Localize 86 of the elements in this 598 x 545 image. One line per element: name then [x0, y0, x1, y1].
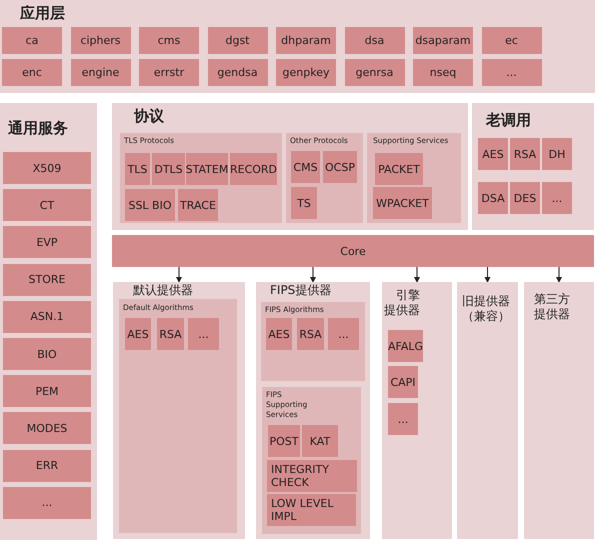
module-tile: TRACE	[178, 189, 218, 221]
module-tile: dsaparam	[413, 27, 473, 54]
module-tile: SSL BIO	[125, 189, 175, 221]
module-tile: gendsa	[208, 59, 268, 86]
arrow	[414, 266, 420, 283]
module-tile: AES	[478, 138, 508, 170]
module-tile: MODES	[3, 412, 91, 444]
group-panel	[367, 133, 461, 223]
provider-column	[113, 282, 245, 539]
module-tile: ...	[388, 403, 418, 435]
module-tile: errstr	[139, 59, 199, 86]
module-tile: CMS	[291, 151, 320, 183]
arrow	[310, 266, 316, 283]
panel-heading: 协议	[134, 107, 164, 126]
module-tile: X509	[3, 152, 91, 184]
module-tile: RSA	[510, 138, 540, 170]
arrow	[484, 266, 490, 283]
group-panel	[261, 302, 365, 381]
module-tile: OCSP	[323, 151, 357, 183]
module-tile: CT	[3, 189, 91, 222]
layer-panel	[0, 103, 97, 540]
module-tile: ciphers	[70, 27, 130, 54]
provider-column	[382, 282, 452, 539]
module-tile: engine	[70, 59, 130, 86]
provider-column	[457, 282, 518, 539]
module-tile: AES	[125, 318, 151, 350]
panel-heading: 老调用	[486, 111, 531, 130]
module-tile: ...	[482, 59, 542, 86]
module-tile: nseq	[413, 59, 473, 86]
module-tile: CAPI	[388, 366, 418, 398]
column-heading: 默认提供器	[133, 283, 193, 298]
arrow	[176, 266, 182, 283]
module-tile: POST	[268, 425, 300, 457]
module-tile: ERR	[3, 450, 91, 482]
column-heading: FIPS提供器	[270, 283, 332, 298]
group-panel	[120, 133, 282, 223]
module-tile: enc	[2, 59, 62, 86]
module-tile: cms	[139, 27, 199, 54]
column-heading: 第三方提供器	[534, 292, 571, 322]
module-tile: TLS	[125, 153, 150, 185]
panel-heading: 应用层	[20, 4, 65, 23]
module-tile: ...	[3, 486, 91, 519]
group-panel	[262, 387, 361, 534]
column-heading: 引擎提供器	[384, 288, 421, 318]
module-tile: DES	[510, 182, 540, 214]
module-tile: AES	[266, 318, 292, 350]
layer-panel	[112, 103, 468, 230]
module-tile: EVP	[3, 226, 91, 258]
module-tile: STORE	[3, 264, 91, 296]
provider-column	[256, 282, 370, 539]
module-tile: ec	[482, 27, 542, 54]
module-tile: RECORD	[230, 153, 277, 185]
panel-heading: 通用服务	[8, 119, 68, 138]
module-tile: ...	[188, 318, 219, 350]
provider-column	[524, 282, 594, 539]
module-tile: WPACKET	[373, 187, 432, 219]
module-tile: genpkey	[276, 59, 336, 86]
module-tile: DSA	[478, 182, 508, 214]
module-tile: PACKET	[375, 153, 423, 185]
module-tile: genrsa	[344, 59, 404, 86]
module-tile: RSA	[157, 318, 184, 350]
module-tile: RSA	[297, 318, 324, 350]
module-tile: BIO	[3, 338, 91, 370]
module-tile: DH	[542, 138, 572, 170]
group-panel	[119, 299, 237, 533]
module-tile: PEM	[3, 375, 91, 408]
module-tile: DTLS	[152, 153, 185, 185]
module-tile: LOW LEVEL IMPL	[267, 494, 356, 526]
module-tile: dgst	[208, 27, 268, 54]
layer-panel	[0, 0, 595, 93]
module-tile: ca	[2, 27, 62, 54]
module-tile: dhparam	[276, 27, 336, 54]
module-tile: TS	[291, 187, 317, 219]
module-tile: ...	[542, 182, 572, 214]
module-tile: KAT	[302, 425, 338, 457]
module-tile: AFALG	[388, 330, 423, 362]
module-tile: INTEGRITY CHECK	[267, 460, 357, 492]
layer-panel	[472, 103, 594, 230]
group-panel	[286, 133, 363, 223]
core-bar: Core	[112, 235, 594, 267]
module-tile: STATEM	[186, 153, 228, 185]
module-tile: ...	[328, 318, 359, 350]
module-tile: dsa	[344, 27, 404, 54]
arrow	[556, 266, 562, 283]
column-heading: 旧提供器（兼容）	[462, 294, 511, 324]
module-tile: ASN.1	[3, 300, 91, 333]
